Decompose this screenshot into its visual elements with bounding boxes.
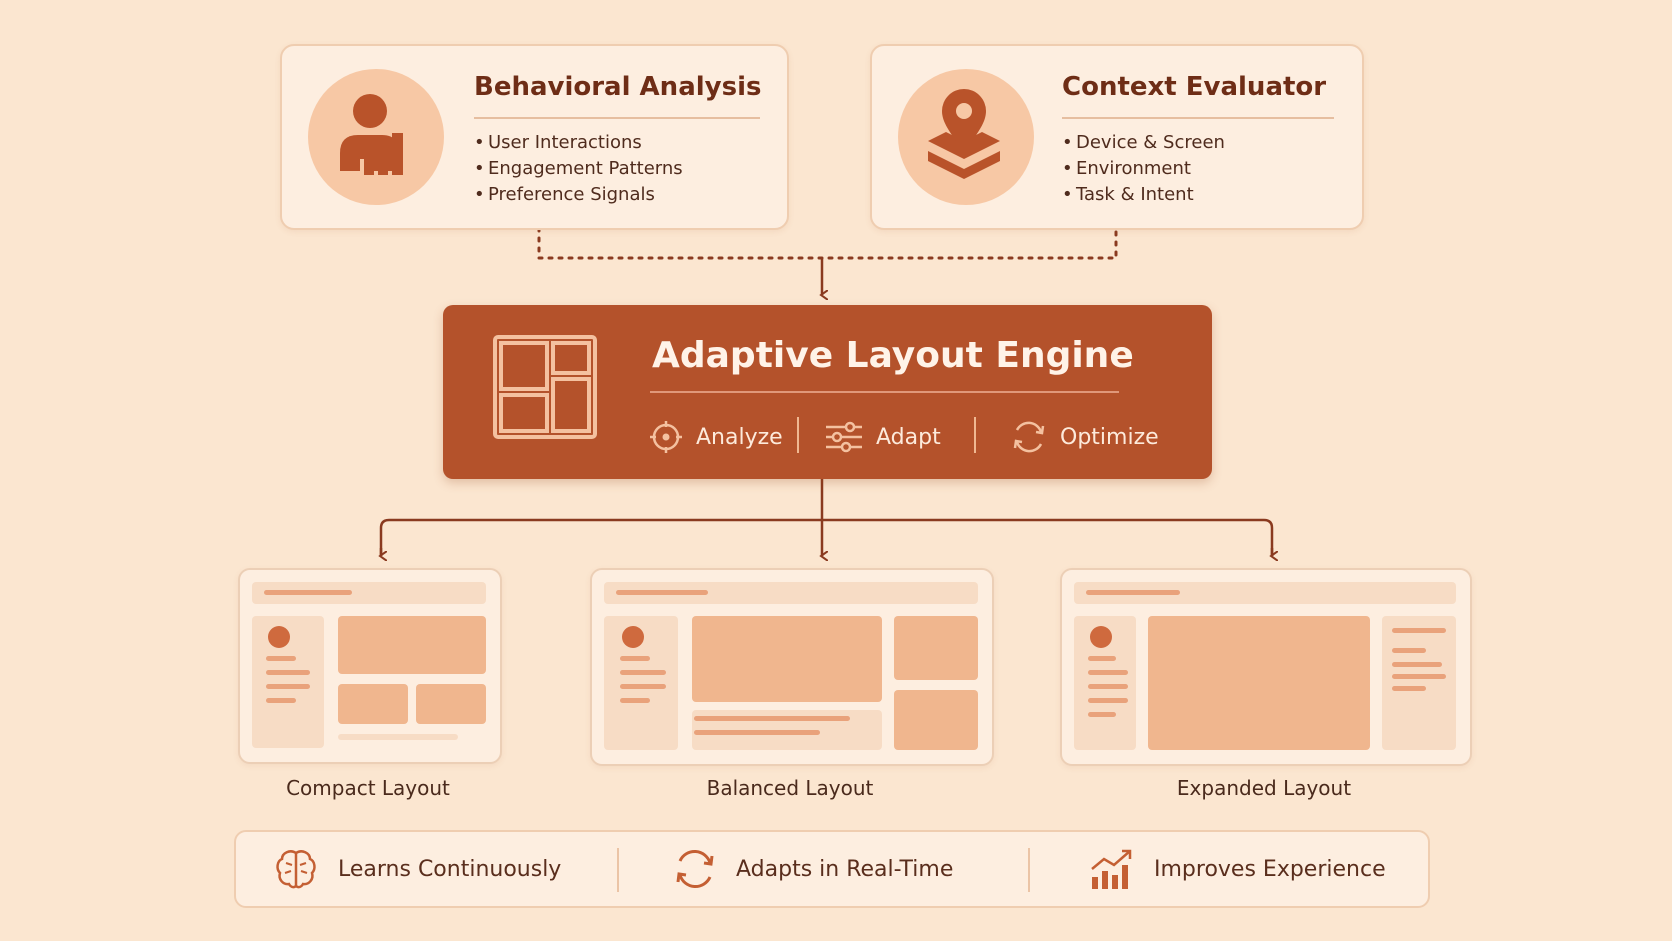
layout-grid-icon <box>493 335 597 439</box>
mock-line <box>1088 656 1116 661</box>
branch-line <box>379 518 1274 556</box>
mock-line <box>266 656 296 661</box>
location-layers-icon <box>928 89 1000 179</box>
behavioral-analysis-list: User Interactions Engagement Patterns Pr… <box>474 130 683 208</box>
list-item: Environment <box>1062 156 1225 182</box>
avatar <box>1090 626 1112 648</box>
mock-right-panel <box>1382 616 1456 750</box>
avatar <box>268 626 290 648</box>
step-analyze: Analyze <box>648 415 783 459</box>
mock-header <box>252 582 486 604</box>
mock-line <box>266 698 296 703</box>
step-separator <box>974 417 976 453</box>
mock-line <box>1088 698 1128 703</box>
mock-title-line <box>264 590 352 595</box>
step-separator <box>797 417 799 453</box>
mock-title-line <box>1086 590 1180 595</box>
mock-main-panel <box>692 616 882 702</box>
benefit-label: Adapts in Real-Time <box>736 856 954 882</box>
engine-divider <box>650 391 1119 393</box>
user-chart-icon <box>340 94 403 175</box>
mock-panel <box>338 684 408 724</box>
mock-line <box>1392 648 1426 653</box>
adaptive-layout-engine: Adaptive Layout Engine Analyze Adapt Opt… <box>443 305 1212 479</box>
mock-line <box>620 698 650 703</box>
context-icon-circle <box>898 69 1034 205</box>
expanded-layout-mockup <box>1060 568 1472 766</box>
mock-line <box>1392 686 1426 691</box>
benefit-improves: Improves Experience <box>1088 832 1386 906</box>
benefit-separator <box>1028 848 1030 892</box>
mock-line <box>694 716 850 721</box>
benefit-separator <box>617 848 619 892</box>
mock-header <box>604 582 978 604</box>
step-label: Optimize <box>1060 424 1159 450</box>
mock-line <box>620 656 650 661</box>
sliders-icon <box>826 421 862 453</box>
target-icon <box>650 421 682 453</box>
benefits-bar: Learns Continuously Adapts in Real-Time … <box>234 830 1430 908</box>
list-item: Preference Signals <box>474 182 683 208</box>
step-optimize: Optimize <box>1010 415 1159 459</box>
step-adapt: Adapt <box>824 415 941 459</box>
mock-panel <box>416 684 486 724</box>
avatar <box>622 626 644 648</box>
mock-footer-line <box>338 734 458 740</box>
balanced-layout-caption: Balanced Layout <box>706 776 874 800</box>
list-item: User Interactions <box>474 130 683 156</box>
mock-main-panel <box>1148 616 1370 750</box>
title-divider <box>474 117 760 119</box>
mock-panel <box>894 690 978 750</box>
benefit-label: Learns Continuously <box>338 856 562 882</box>
mock-panel <box>894 616 978 680</box>
behavioral-analysis-card: Behavioral Analysis User Interactions En… <box>280 44 789 230</box>
mock-line <box>266 684 310 689</box>
benefit-label: Improves Experience <box>1154 856 1386 882</box>
benefit-adapts: Adapts in Real-Time <box>672 832 953 906</box>
mock-line <box>1392 674 1446 679</box>
title-divider <box>1062 117 1334 119</box>
mock-main-panel <box>338 616 486 674</box>
engine-title: Adaptive Layout Engine <box>652 335 1134 376</box>
refresh-icon <box>1013 421 1045 453</box>
mock-line <box>620 670 666 675</box>
sync-icon <box>676 850 714 888</box>
mock-header <box>1074 582 1456 604</box>
mock-line <box>1088 670 1128 675</box>
growth-chart-icon <box>1091 849 1132 889</box>
mock-line <box>266 670 310 675</box>
list-item: Task & Intent <box>1062 182 1225 208</box>
list-item: Device & Screen <box>1062 130 1225 156</box>
context-evaluator-title: Context Evaluator <box>1062 72 1327 102</box>
context-evaluator-card: Context Evaluator Device & Screen Enviro… <box>870 44 1364 230</box>
context-evaluator-list: Device & Screen Environment Task & Inten… <box>1062 130 1225 208</box>
expanded-layout-caption: Expanded Layout <box>1176 776 1352 800</box>
compact-layout-mockup <box>238 568 502 764</box>
step-label: Analyze <box>696 424 783 450</box>
compact-layout-caption: Compact Layout <box>286 776 450 800</box>
mock-line <box>1392 628 1446 633</box>
balanced-layout-mockup <box>590 568 994 766</box>
behavioral-analysis-title: Behavioral Analysis <box>474 72 762 102</box>
mock-line <box>1392 662 1442 667</box>
step-label: Adapt <box>876 424 941 450</box>
mock-line <box>1088 712 1116 717</box>
benefit-learns: Learns Continuously <box>272 832 561 906</box>
mock-line <box>1088 684 1128 689</box>
mock-line <box>694 730 820 735</box>
mock-line <box>620 684 666 689</box>
mock-title-line <box>616 590 708 595</box>
behavioral-icon-circle <box>308 69 444 205</box>
list-item: Engagement Patterns <box>474 156 683 182</box>
dotted-merge-line <box>537 226 1118 260</box>
brain-icon <box>276 850 316 889</box>
